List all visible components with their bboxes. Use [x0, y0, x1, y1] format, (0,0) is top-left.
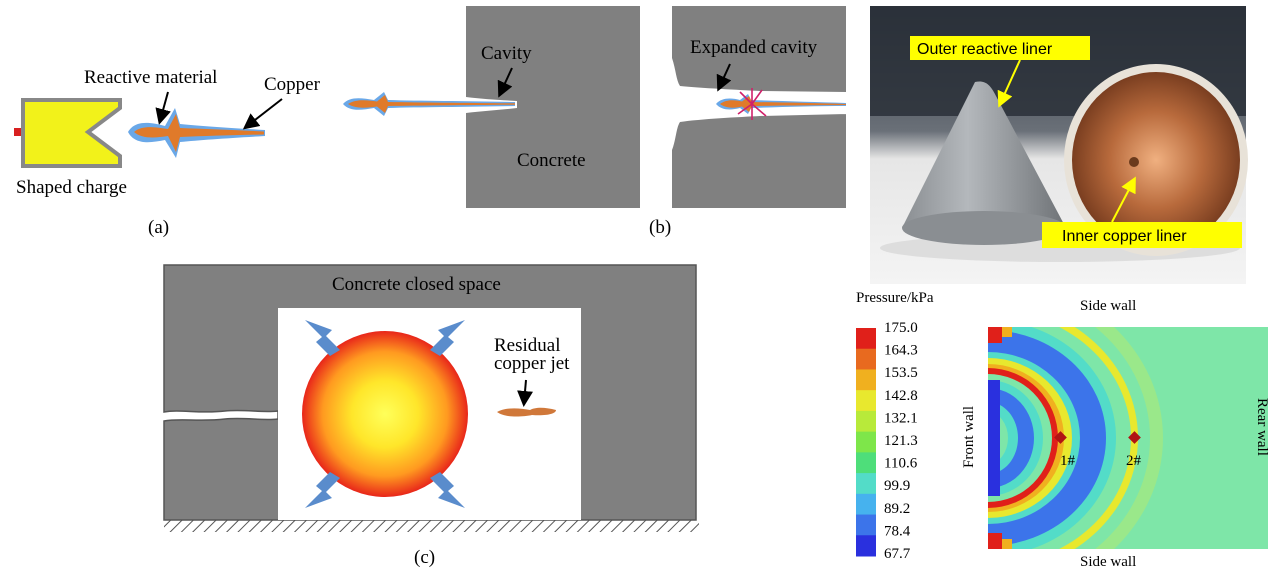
gauge-2-label: 2# [1126, 453, 1142, 469]
colorbar-swatch [856, 390, 876, 412]
shaped-charge [21, 98, 122, 168]
colorbar-labels: 175.0 164.3 153.5 142.8 132.1 121.3 110.6 99.9 8… [884, 320, 918, 562]
colorbar-swatch [856, 410, 876, 433]
colorbar-swatch [856, 514, 876, 536]
copper-arrow [242, 98, 283, 130]
outer-liner-label: Outer reactive liner [917, 41, 1053, 58]
pressure-map: 1# 2# Side wall Side wall Front wall Rea… [961, 298, 1269, 570]
inner-liner-label: Inner copper liner [1062, 228, 1187, 245]
residual-copper-jet [497, 407, 556, 417]
side-wall-bottom-label: Side wall [1080, 554, 1136, 570]
concrete-block [466, 6, 640, 208]
colorbar-tick-label: 142.8 [884, 388, 918, 404]
expanded-cavity-arrow [716, 63, 732, 92]
outer-reactive-liner-cone [902, 81, 1066, 242]
colorbar-swatch [856, 348, 876, 370]
copper-jet [134, 114, 264, 152]
residual-jet-label-line1: Residual [494, 335, 561, 356]
residual-jet-label-line2: copper jet [494, 353, 570, 374]
colorbar-tick-label: 89.2 [884, 501, 910, 517]
cavity-arrow [497, 67, 513, 98]
inner-copper-liner-cone [1072, 72, 1240, 248]
shaped-charge-label: Shaped charge [16, 177, 127, 198]
colorbar-tick-label: 153.5 [884, 365, 918, 381]
panel-b-caption: (b) [649, 217, 671, 238]
reactive-material-label: Reactive material [84, 67, 217, 88]
side-wall-top-label: Side wall [1080, 298, 1136, 314]
panel-c-caption: (c) [414, 547, 435, 568]
liner-photo: Outer reactive liner Inner copper liner [870, 6, 1248, 284]
colorbar-tick-label: 110.6 [884, 456, 918, 472]
cavity-label: Cavity [481, 43, 532, 64]
jet-core-expanded [720, 96, 846, 112]
colorbar-swatches [856, 328, 876, 557]
detonator [14, 128, 23, 136]
front-wall-label: Front wall [961, 406, 977, 468]
colorbar-tick-label: 121.3 [884, 433, 918, 449]
panel-a-caption: (a) [148, 217, 169, 238]
panel-a: Shaped charge Reactive material Copper (… [14, 67, 321, 238]
ground-hatch [164, 520, 699, 532]
colorbar-tick-label: 164.3 [884, 343, 918, 359]
colorbar-swatch [856, 452, 876, 474]
reactive-material-arrow [155, 91, 171, 125]
panel-b-expansion: Expanded cavity (b) [649, 6, 846, 238]
colorbar-tick-label: 78.4 [884, 523, 911, 539]
colorbar-swatch [856, 431, 876, 453]
colorbar-tick-label: 132.1 [884, 410, 918, 426]
pressure-contours [988, 327, 1163, 549]
fireball [302, 331, 468, 497]
copper-label: Copper [264, 74, 321, 95]
colorbar-tick-label: 67.7 [884, 546, 911, 562]
concrete-label: Concrete [517, 150, 586, 171]
gauge-1-label: 1# [1060, 453, 1076, 469]
space-label: Concrete closed space [332, 274, 501, 295]
jet-core [348, 95, 515, 113]
colorbar-swatch [856, 328, 876, 350]
rear-wall-label: Rear wall [1254, 398, 1269, 456]
expanded-cavity-label: Expanded cavity [690, 37, 818, 58]
residual-jet-arrow [517, 379, 534, 407]
panel-b-penetration: Cavity Concrete [343, 6, 640, 208]
reaction-burst [737, 88, 767, 120]
colorbar-swatch [856, 473, 876, 495]
panel-c: Concrete closed space Residual copper je… [163, 264, 699, 568]
colorbar-swatch [856, 535, 876, 557]
expansion-arrows [305, 320, 465, 508]
colorbar-title: Pressure/kPa [856, 290, 934, 306]
outer-liner-callout [910, 36, 1090, 60]
colorbar-swatch [856, 493, 876, 516]
pressure-colorbar: Pressure/kPa 175.0 164.3 153.5 142.8 132.1 12… [856, 290, 934, 562]
colorbar-tick-label: 99.9 [884, 478, 910, 494]
concrete-block-expanded [672, 6, 846, 208]
colorbar-swatch [856, 369, 876, 391]
inner-liner-callout [1042, 222, 1242, 248]
colorbar-tick-label: 175.0 [884, 320, 918, 336]
